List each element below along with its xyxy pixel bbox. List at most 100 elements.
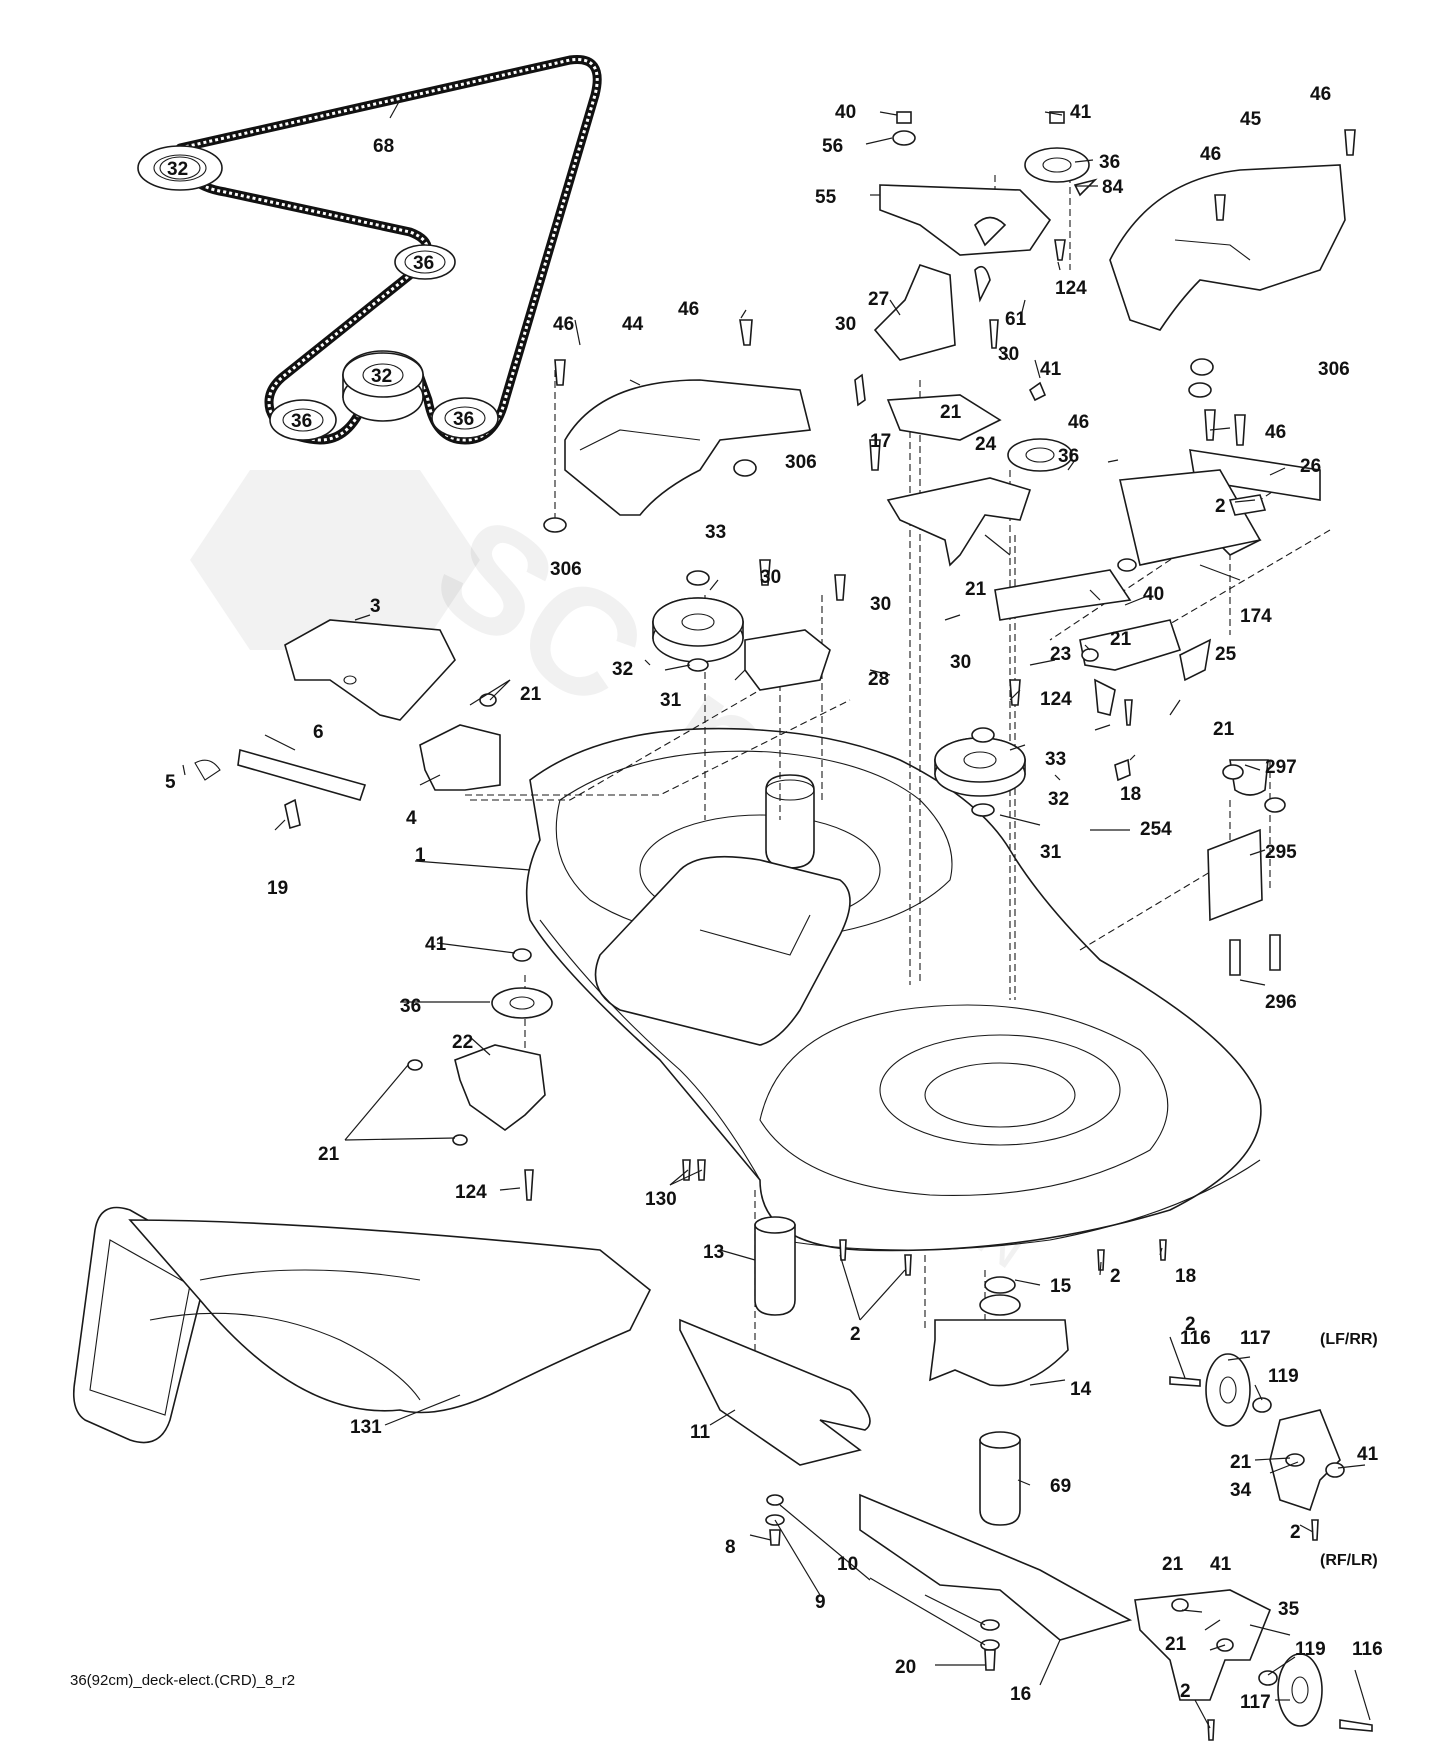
callout-32-right: 32 bbox=[1048, 789, 1069, 810]
belt-pulley-label-bottom-left: 36 bbox=[291, 411, 312, 432]
callout-2-wheel-top: 2 bbox=[1290, 1522, 1301, 1543]
callout-46-left: 46 bbox=[553, 314, 574, 335]
callout-21-idler-mid: 21 bbox=[965, 579, 987, 600]
callout-46-mid: 46 bbox=[1068, 412, 1089, 433]
callout-2-deck-right: 2 bbox=[1110, 1266, 1121, 1287]
callout-297: 297 bbox=[1265, 757, 1297, 778]
leader-lines bbox=[182, 111, 1371, 1729]
callout-40-mid: 40 bbox=[1143, 584, 1164, 605]
callout-20: 20 bbox=[895, 1657, 916, 1678]
callout-119-top: 119 bbox=[1268, 1366, 1299, 1387]
callout-306-left: 306 bbox=[550, 559, 582, 580]
callout-46-right: 46 bbox=[1310, 84, 1331, 105]
callout-130: 130 bbox=[645, 1189, 677, 1210]
callout-36-left: 36 bbox=[400, 996, 421, 1017]
callout-295: 295 bbox=[1265, 842, 1297, 863]
callout-41-idler: 41 bbox=[1040, 359, 1062, 380]
drawing-code: 36(92cm)_deck-elect.(CRD)_8_r2 bbox=[70, 1672, 295, 1689]
callout-36: 36 bbox=[1099, 152, 1120, 173]
callout-124-mid: 124 bbox=[1040, 689, 1072, 710]
callout-21-wheel-top: 21 bbox=[1230, 1452, 1252, 1473]
callout-174: 174 bbox=[1240, 606, 1272, 627]
callout-131: 131 bbox=[350, 1417, 382, 1438]
callout-116-bottom: 116 bbox=[1352, 1639, 1383, 1660]
variant-label-rf-lr: (RF/LR) bbox=[1320, 1552, 1378, 1569]
callout-21-wheel-bottom: 21 bbox=[1162, 1554, 1184, 1575]
callout-46-left-guard: 46 bbox=[678, 299, 699, 320]
callout-41-wheel-bottom: 41 bbox=[1210, 1554, 1232, 1575]
callout-13: 13 bbox=[703, 1242, 724, 1263]
callout-124: 124 bbox=[1055, 278, 1087, 299]
idler-arm-assembly bbox=[854, 111, 1321, 817]
callout-33-left: 33 bbox=[705, 522, 726, 543]
callout-2-top: 2 bbox=[1215, 496, 1226, 517]
callout-34: 34 bbox=[1230, 1480, 1252, 1501]
callout-11: 11 bbox=[690, 1422, 711, 1443]
callout-41-wheel-top: 41 bbox=[1357, 1444, 1379, 1465]
callout-33-right: 33 bbox=[1045, 749, 1066, 770]
callout-30-left-right: 30 bbox=[870, 594, 891, 615]
discharge-chute bbox=[72, 1206, 652, 1444]
callout-1: 1 bbox=[415, 845, 426, 866]
callout-46-guard: 46 bbox=[1200, 144, 1221, 165]
callout-numbers: 40 56 41 36 84 55 124 27 61 30 30 41 46 … bbox=[165, 84, 1383, 1713]
callout-30-left-mid: 30 bbox=[760, 567, 781, 588]
callout-41-left: 41 bbox=[425, 934, 447, 955]
callout-31-right: 31 bbox=[1040, 842, 1062, 863]
callout-61: 61 bbox=[1005, 309, 1027, 330]
callout-31-left: 31 bbox=[660, 690, 682, 711]
blade-spindle-assembly bbox=[679, 1216, 1167, 1671]
callout-306-mid: 306 bbox=[785, 452, 817, 473]
belt-pulley-label-bottom-right: 36 bbox=[453, 409, 474, 430]
callout-4: 4 bbox=[406, 808, 417, 829]
callout-36-idler: 36 bbox=[1058, 446, 1079, 467]
callout-254: 254 bbox=[1140, 819, 1172, 840]
callout-18-deck: 18 bbox=[1175, 1266, 1196, 1287]
callout-14: 14 bbox=[1070, 1379, 1092, 1400]
callout-15: 15 bbox=[1050, 1276, 1072, 1297]
callout-21-left: 21 bbox=[520, 684, 542, 705]
callout-35: 35 bbox=[1278, 1599, 1300, 1620]
callout-17: 17 bbox=[870, 431, 891, 452]
callout-44: 44 bbox=[622, 314, 644, 335]
callout-21-idler-top: 21 bbox=[940, 402, 962, 423]
callout-23: 23 bbox=[1050, 644, 1071, 665]
callout-41: 41 bbox=[1070, 102, 1092, 123]
belt-pulley-label-mid: 36 bbox=[413, 253, 434, 274]
callout-21-right: 21 bbox=[1110, 629, 1132, 650]
callout-46-mid-right: 46 bbox=[1265, 422, 1286, 443]
belt-guards bbox=[543, 129, 1356, 533]
belt-pulley-label-left: 32 bbox=[167, 159, 188, 180]
callout-56: 56 bbox=[822, 136, 843, 157]
variant-label-lf-rr: (LF/RR) bbox=[1320, 1331, 1378, 1348]
callout-21-wheel-bottom-2: 21 bbox=[1165, 1634, 1187, 1655]
callout-45: 45 bbox=[1240, 109, 1262, 130]
callout-30: 30 bbox=[998, 344, 1019, 365]
callout-68: 68 bbox=[373, 136, 394, 157]
callout-18-right: 18 bbox=[1120, 784, 1141, 805]
callout-117-top: 117 bbox=[1240, 1328, 1271, 1349]
callout-55: 55 bbox=[815, 187, 837, 208]
callout-119-bottom: 119 bbox=[1295, 1639, 1326, 1660]
callout-25: 25 bbox=[1215, 644, 1237, 665]
gauge-wheel-assemblies bbox=[1134, 759, 1373, 1741]
callout-16: 16 bbox=[1010, 1684, 1031, 1705]
callout-30-left: 30 bbox=[835, 314, 856, 335]
callout-84: 84 bbox=[1102, 177, 1124, 198]
callout-296: 296 bbox=[1265, 992, 1297, 1013]
callout-116-top: 116 bbox=[1180, 1328, 1211, 1349]
callout-2-wheel-bottom: 2 bbox=[1180, 1681, 1191, 1702]
callout-19: 19 bbox=[267, 878, 288, 899]
callout-28: 28 bbox=[868, 669, 889, 690]
mower-deck-housing: 1 bbox=[414, 727, 1262, 1252]
callout-306-right: 306 bbox=[1318, 359, 1350, 380]
callout-3: 3 bbox=[370, 596, 381, 617]
callout-69: 69 bbox=[1050, 1476, 1071, 1497]
callout-27: 27 bbox=[868, 289, 889, 310]
left-drive-assembly bbox=[194, 559, 846, 1201]
belt-routing-diagram: 68 32 36 32 36 36 bbox=[137, 54, 602, 445]
callout-5: 5 bbox=[165, 772, 176, 793]
callout-32-left: 32 bbox=[612, 659, 633, 680]
callout-9: 9 bbox=[815, 1592, 826, 1613]
